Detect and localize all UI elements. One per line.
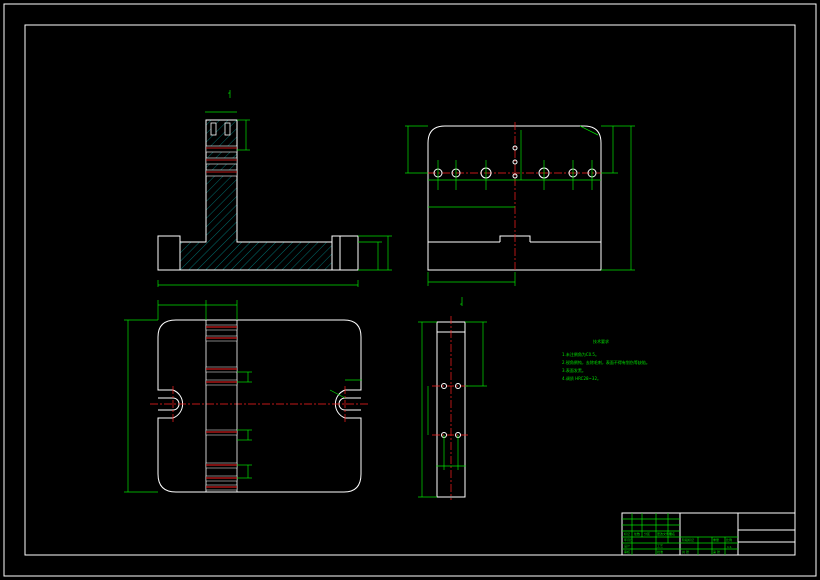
note-line-3: 3.表面发黑。 xyxy=(562,367,586,373)
tb-label-sign: 签名 xyxy=(669,531,675,536)
section-a-view xyxy=(418,297,487,500)
top-view xyxy=(124,300,370,493)
technical-notes: 技术要求 1.未注倒角为C0.5。 2.锐角倒钝，去除毛刺，表面不得有划伤等缺陷… xyxy=(562,338,650,381)
view-marker-section: A xyxy=(460,302,463,306)
title-block: 标记 处数 分区 更改文件号 签名 年月日 设计 审核 工艺 批准 阶段标记 重… xyxy=(621,512,796,556)
tb-label-approve: 批准 xyxy=(657,549,663,554)
tb-label-date: 年月日 xyxy=(624,537,633,542)
front-section-view xyxy=(157,90,392,287)
side-view xyxy=(405,122,635,286)
tb-label-sheet: 第 张 xyxy=(713,549,720,554)
note-line-1: 1.未注倒角为C0.5。 xyxy=(562,351,599,357)
tb-label-stage: 阶段标记 xyxy=(682,537,694,542)
tb-label-change: 更改文件号 xyxy=(657,531,672,536)
tb-label-design: 设计 xyxy=(624,543,630,548)
tb-label-mark: 标记 xyxy=(624,531,630,536)
view-marker-top: A xyxy=(228,91,231,95)
tb-label-count: 处数 xyxy=(634,531,640,536)
tb-scale-value: 1:1 xyxy=(727,545,732,549)
tb-label-weight: 重量 xyxy=(713,537,719,542)
note-line-2: 2.锐角倒钝，去除毛刺，表面不得有划伤等缺陷。 xyxy=(562,359,650,365)
tb-label-scale: 比例 xyxy=(726,537,732,542)
tb-label-zone: 分区 xyxy=(644,531,650,536)
tb-label-review: 审核 xyxy=(624,549,630,554)
tb-label-total: 共 张 xyxy=(682,549,689,554)
tb-label-process: 工艺 xyxy=(657,543,663,548)
notes-title: 技术要求 xyxy=(593,338,609,344)
top-view-threaded-strip xyxy=(205,319,238,493)
threaded-hole-pattern xyxy=(205,145,238,177)
note-line-4: 4.调质 HRC28~32。 xyxy=(562,375,601,381)
inner-border xyxy=(24,24,796,556)
outer-border xyxy=(3,3,817,577)
